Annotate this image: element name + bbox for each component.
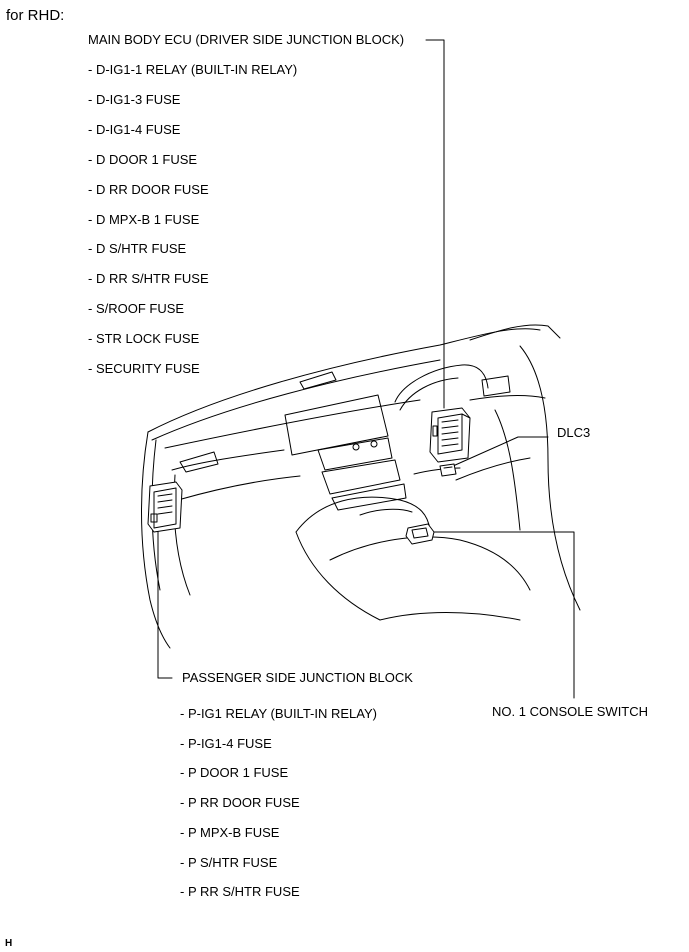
main-body-ecu-graphic <box>429 407 471 463</box>
center-display <box>317 437 393 471</box>
passenger-block-leader-line <box>157 519 173 679</box>
left-pillar-outer <box>141 431 171 649</box>
passenger-junction-block-title: PASSENGER SIDE JUNCTION BLOCK <box>182 670 413 685</box>
driver-block-leader-line <box>425 39 445 409</box>
windshield-edge <box>469 324 561 341</box>
passenger-block-item: - P S/HTR FUSE <box>180 854 278 870</box>
corner-mark: H <box>5 938 13 949</box>
driver-block-item: - D-IG1-1 RELAY (BUILT-IN RELAY) <box>88 62 298 77</box>
center-knob-left <box>352 443 360 451</box>
dlc3-leader-line <box>452 436 549 467</box>
driver-block-item: - D DOOR 1 FUSE <box>88 151 198 167</box>
left-vent <box>179 451 219 473</box>
dlc3-label: DLC3 <box>557 425 591 440</box>
defroster-vent <box>299 371 337 390</box>
lower-dash-line <box>413 467 461 475</box>
driver-block-item: - D RR S/HTR FUSE <box>88 271 209 287</box>
passenger-block-item: - P RR DOOR FUSE <box>180 795 300 811</box>
driver-junction-block-title: MAIN BODY ECU (DRIVER SIDE JUNCTION BLOC… <box>88 32 405 47</box>
center-panel-lower <box>321 459 401 495</box>
meter-hood <box>394 364 489 403</box>
passenger-block-item: - P DOOR 1 FUSE <box>180 765 289 781</box>
center-panel-outline <box>284 394 389 456</box>
driver-block-item: - D RR DOOR FUSE <box>88 181 209 197</box>
console-left-side <box>295 531 381 621</box>
driver-block-item: - D-IG1-3 FUSE <box>88 91 181 107</box>
driver-block-item: - S/ROOF FUSE <box>88 301 185 317</box>
right-side-curve <box>519 345 581 611</box>
center-knob-right <box>370 440 378 448</box>
driver-block-item: - STR LOCK FUSE <box>88 331 200 347</box>
passenger-block-item: - P-IG1 RELAY (BUILT-IN RELAY) <box>180 706 377 721</box>
passenger-block-item: - P MPX-B FUSE <box>180 824 280 840</box>
driver-block-item: - D S/HTR FUSE <box>88 241 187 257</box>
console-top <box>295 496 431 533</box>
console-switch-graphic <box>405 523 435 545</box>
passenger-junction-block-graphic <box>147 481 183 533</box>
console-bin <box>359 508 413 516</box>
center-panel-lower-2 <box>331 483 407 511</box>
glove-box-lower <box>177 475 301 501</box>
console-switch-leader-line <box>429 531 575 699</box>
driver-block-item: - SECURITY FUSE <box>88 361 200 376</box>
passenger-block-item: - P-IG1-4 FUSE <box>180 735 272 751</box>
driver-block-item: - D MPX-B 1 FUSE <box>88 211 200 227</box>
right-vent <box>481 375 511 397</box>
right-panel-line <box>455 457 531 481</box>
passenger-block-item: - P RR S/HTR FUSE <box>180 884 300 900</box>
dashboard-top-outline-2 <box>151 359 441 441</box>
right-side-curve-2 <box>494 409 521 531</box>
dashboard-front-edge <box>164 399 421 449</box>
console-armrest-2 <box>379 612 521 621</box>
right-dash-edge <box>469 395 546 401</box>
glove-box-line <box>171 449 285 471</box>
diagram-header: for RHD: <box>6 7 65 24</box>
dlc3-connector-graphic <box>439 463 457 477</box>
meter-hood-inner <box>399 377 459 411</box>
console-switch-label: NO. 1 CONSOLE SWITCH <box>492 704 649 719</box>
driver-block-item: - D-IG1-4 FUSE <box>88 121 181 137</box>
console-armrest <box>329 536 531 591</box>
dashboard-top-outline <box>147 328 541 433</box>
